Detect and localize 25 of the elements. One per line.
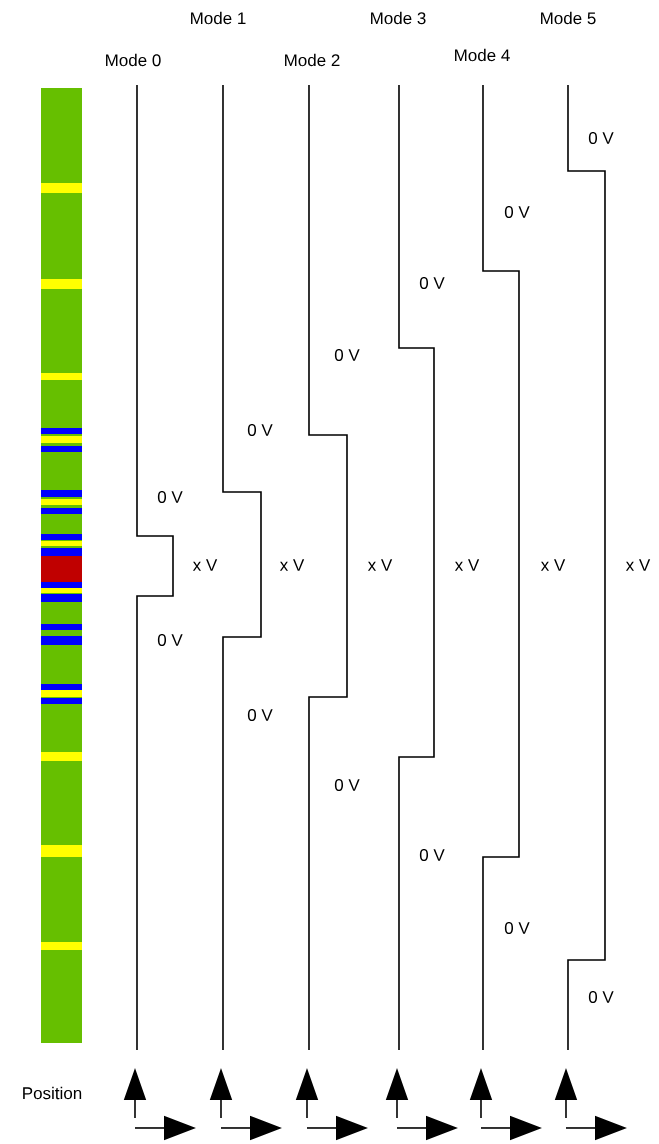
mode-label: Mode 5 <box>541 11 596 25</box>
mode-label: Mode 0 <box>106 53 161 67</box>
voltage-label: 0 V <box>588 132 614 145</box>
voltage-label: x V <box>625 559 651 571</box>
voltage-label: 0 V <box>247 424 273 436</box>
voltage-label: x V <box>540 559 566 571</box>
voltage-label: 0 V <box>157 633 183 646</box>
voltage-label: x V <box>454 559 480 571</box>
voltage-label: 0 V <box>588 990 614 1003</box>
voltage-label: 0 V <box>504 206 530 218</box>
voltage-label: 0 V <box>419 277 445 289</box>
mode-label: Mode 1 <box>191 11 246 25</box>
voltage-label: 0 V <box>334 349 360 361</box>
voltage-label: x V <box>367 559 393 571</box>
axis-label: Position <box>23 1086 82 1100</box>
voltage-label: 0 V <box>247 708 273 721</box>
mode-label: Mode 4 <box>455 48 510 62</box>
voltage-label: x V <box>192 559 218 571</box>
voltage-label: 0 V <box>157 491 183 503</box>
voltage-label: 0 V <box>334 778 360 791</box>
voltage-label: 0 V <box>419 848 445 861</box>
mode-label: Mode 2 <box>285 53 340 67</box>
voltage-label: x V <box>279 559 305 571</box>
voltage-label: 0 V <box>504 921 530 934</box>
mode-label: Mode 3 <box>371 11 426 25</box>
